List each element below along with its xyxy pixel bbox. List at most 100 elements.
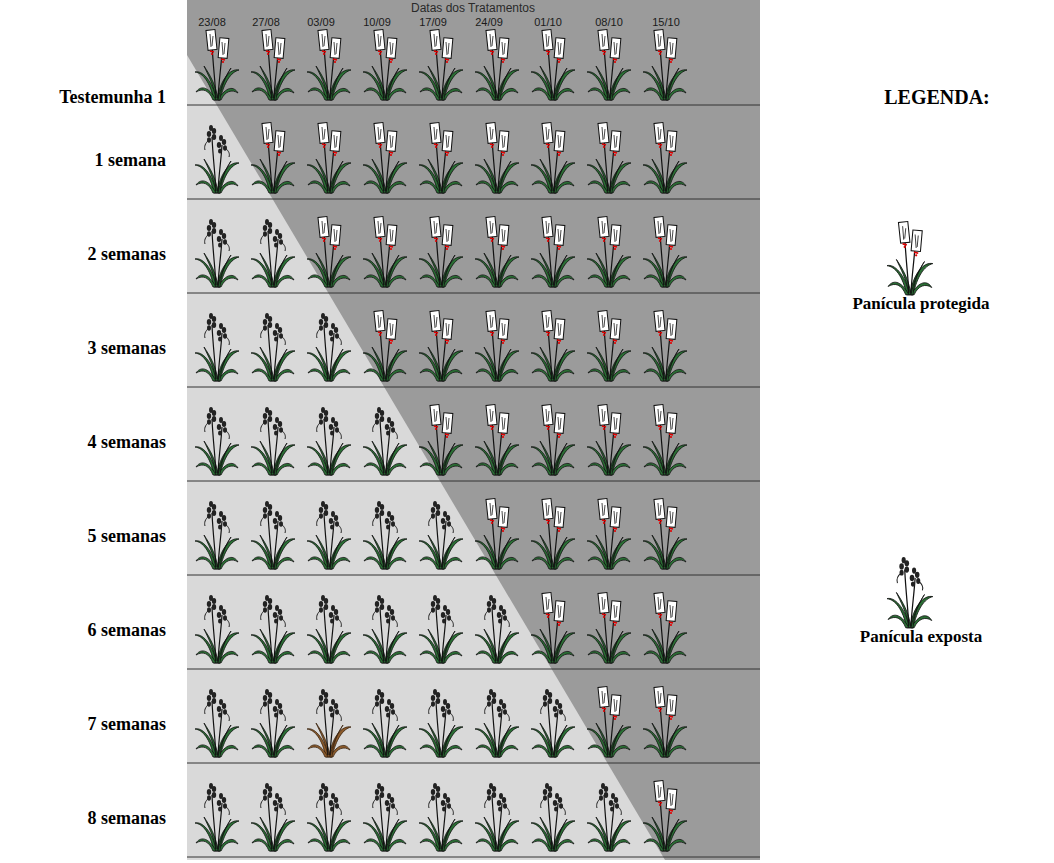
rice-plant [307, 407, 351, 475]
rice-plant [251, 689, 295, 757]
row-label: 2 semanas [87, 244, 166, 265]
rice-plant [531, 217, 575, 287]
legend-heading: LEGENDA: [884, 86, 990, 109]
rice-plant [475, 217, 519, 287]
row-separator [187, 575, 760, 576]
rice-plant [363, 689, 407, 757]
rice-plant [475, 499, 519, 569]
rice-plant [531, 123, 575, 193]
rice-plant [587, 30, 631, 100]
rice-plant [475, 595, 519, 663]
rice-plant [251, 30, 295, 100]
row-separator [187, 387, 760, 388]
row-separator [187, 105, 760, 106]
legend-icon-exposed [887, 557, 933, 628]
rice-plant [195, 313, 239, 381]
rice-plant [363, 217, 407, 287]
rice-plant [251, 783, 295, 851]
date-label: 23/08 [198, 16, 226, 29]
rice-plant [251, 313, 295, 381]
rice-plant [251, 219, 295, 287]
rice-plant [195, 783, 239, 851]
rice-plant [363, 30, 407, 100]
rice-plant [195, 501, 239, 569]
row-separator [187, 293, 760, 294]
row-separator [187, 481, 760, 482]
rice-plant [475, 30, 519, 100]
date-label: 08/10 [595, 16, 623, 29]
rice-plant [531, 593, 575, 663]
rice-plant [195, 595, 239, 663]
rice-plant [419, 595, 463, 663]
rice-plant [195, 125, 239, 193]
rice-plant [475, 405, 519, 475]
rice-plant [251, 407, 295, 475]
axis-title: Datas dos Tratamentos [411, 2, 535, 16]
rice-plant [307, 595, 351, 663]
rice-plant [587, 217, 631, 287]
rice-plant [363, 501, 407, 569]
row-label: Testemunha 1 [59, 87, 166, 108]
rice-plant [531, 311, 575, 381]
rice-plant [363, 595, 407, 663]
rice-plant [195, 30, 239, 100]
rice-plant [307, 501, 351, 569]
rice-plant [587, 783, 631, 851]
panel-light [187, 55, 665, 860]
row-label: 5 semanas [87, 526, 166, 547]
rice-plant [643, 217, 687, 287]
rice-plant [475, 689, 519, 757]
legend-text: Panícula exposta [860, 627, 982, 647]
date-label: 03/09 [307, 16, 335, 29]
rice-plant [307, 689, 351, 757]
rice-plant [475, 311, 519, 381]
rice-plant [643, 30, 687, 100]
rice-plant [363, 407, 407, 475]
legend-text: Panícula protegida [852, 294, 989, 314]
date-label: 01/10 [534, 16, 562, 29]
rice-plant [419, 501, 463, 569]
rice-plant [419, 689, 463, 757]
rice-plant [531, 405, 575, 475]
rice-plant [251, 123, 295, 193]
date-label: 10/09 [363, 16, 391, 29]
rice-plant [643, 687, 687, 757]
rice-plant [587, 123, 631, 193]
rice-plant [643, 781, 687, 851]
row-label: 8 semanas [87, 808, 166, 829]
legend-icon-protected [887, 222, 933, 295]
rice-plant [363, 311, 407, 381]
rice-plant [363, 783, 407, 851]
rice-plant [307, 123, 351, 193]
date-label: 24/09 [475, 16, 503, 29]
rice-plant [251, 595, 295, 663]
rice-plant [195, 689, 239, 757]
rice-plant [419, 783, 463, 851]
date-label: 27/08 [252, 16, 280, 29]
row-separator [187, 669, 760, 670]
rice-plant [587, 405, 631, 475]
row-label: 1 semana [95, 150, 167, 171]
row-label: 3 semanas [87, 338, 166, 359]
date-label: 15/10 [652, 16, 680, 29]
row-label: 4 semanas [87, 432, 166, 453]
rice-plant [419, 405, 463, 475]
rice-plant [587, 687, 631, 757]
row-separator [187, 857, 760, 858]
row-separator [187, 763, 760, 764]
rice-plant [251, 501, 295, 569]
rice-plant [643, 593, 687, 663]
rice-plant [419, 123, 463, 193]
rice-plant [531, 689, 575, 757]
panel-dark [187, 0, 760, 860]
row-label: 6 semanas [87, 620, 166, 641]
rice-plant [643, 499, 687, 569]
rice-plant [307, 313, 351, 381]
rice-plant [307, 783, 351, 851]
rice-plant [475, 783, 519, 851]
rice-plant [531, 499, 575, 569]
rice-plant [643, 123, 687, 193]
rice-plant [531, 30, 575, 100]
rice-plant [643, 311, 687, 381]
rice-plant [419, 30, 463, 100]
